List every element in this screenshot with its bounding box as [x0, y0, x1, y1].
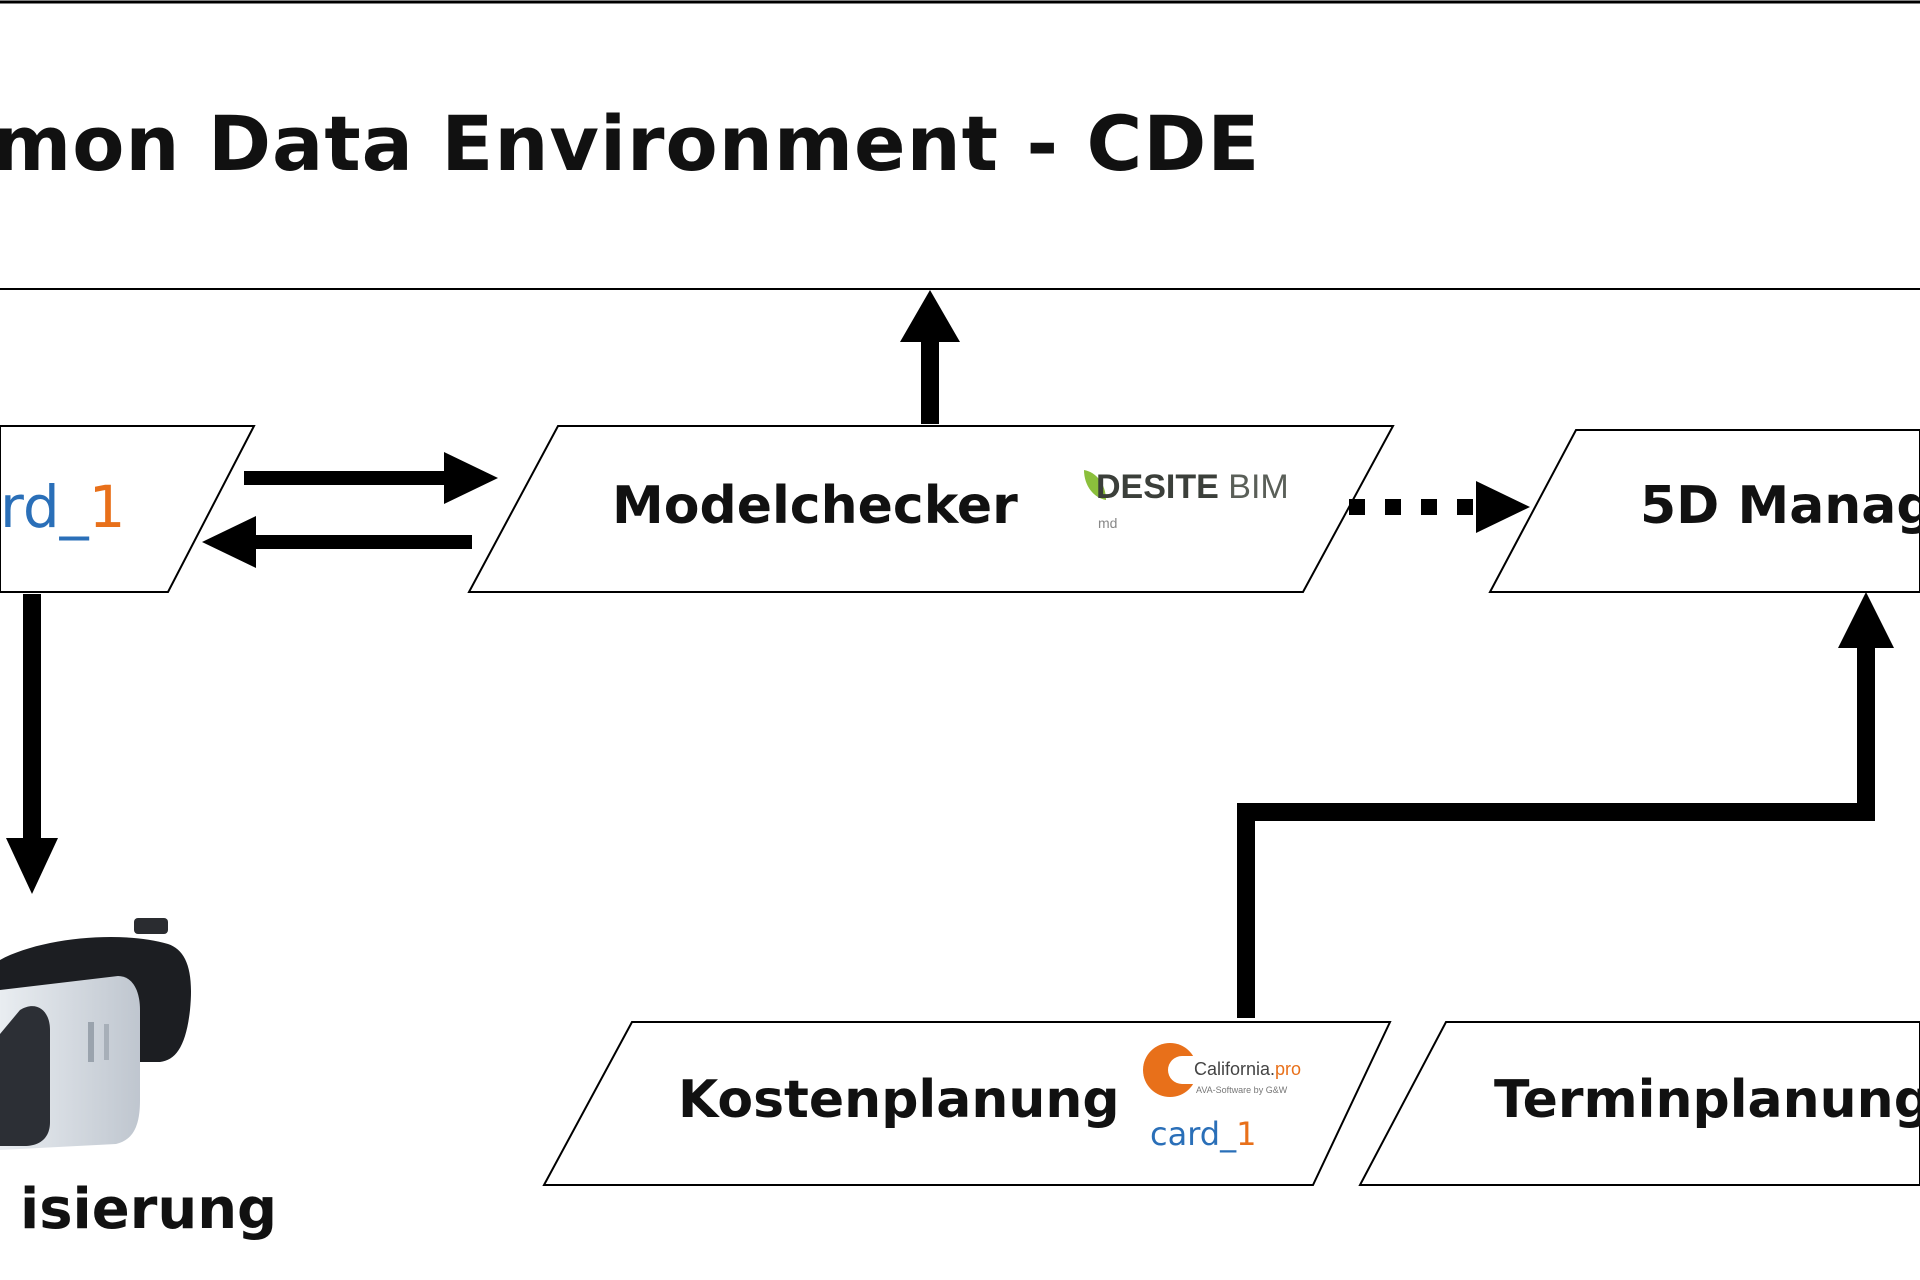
desite-logo-text: DESITE: [1096, 468, 1219, 506]
desite-bim-text: BIM: [1228, 468, 1289, 506]
arrow-modelchecker-to-cde-head: [900, 290, 960, 342]
dotted-arrow-dot-1: [1349, 499, 1365, 515]
dotted-arrow-head: [1476, 481, 1530, 533]
arrow-left-to-visualisierung-head: [6, 838, 58, 894]
dotted-arrow-dot-2: [1385, 499, 1401, 515]
card-logo-left-suffix: 1: [88, 473, 126, 541]
5d-management-label: 5D Manag: [1640, 476, 1920, 536]
kostenplanung-label: Kostenplanung: [678, 1070, 1120, 1130]
desite-leaf-icon: [1084, 470, 1106, 500]
california-subtitle: AVA-Software by G&W: [1196, 1085, 1288, 1095]
card-logo-kosten-text: card_: [1150, 1115, 1237, 1153]
arrow-left-to-modelchecker-head: [444, 452, 498, 504]
card-logo-left: rd_1: [0, 478, 126, 536]
california-pro-text: pro: [1275, 1059, 1302, 1079]
california-logo-text: California.: [1194, 1059, 1276, 1079]
terminplanung-label: Terminplanung: [1494, 1070, 1920, 1130]
box-terminplanung: [1358, 1021, 1920, 1186]
card-logo-left-text: rd_: [0, 473, 89, 541]
arrow-modelchecker-to-left-head: [202, 516, 256, 568]
box-modelchecker: [467, 425, 1395, 593]
vr-headset-icon: [0, 918, 192, 1150]
box-left-software: [0, 425, 256, 593]
dotted-arrow-dot-4: [1457, 499, 1473, 515]
cde-title: mon Data Environment - CDE: [0, 99, 1261, 188]
desite-subtitle: md: [1098, 515, 1118, 531]
arrow-kosten-to-5d-path: [1237, 644, 1875, 1018]
california-c-icon: [1143, 1043, 1204, 1097]
card-logo-kosten: card_1: [1150, 1118, 1256, 1150]
visualisierung-label: isierung: [20, 1177, 278, 1242]
box-5d-management: [1488, 429, 1920, 593]
desite-bim-logo: DESITE BIM: [1096, 470, 1289, 504]
dotted-arrow-dot-3: [1421, 499, 1437, 515]
modelchecker-label: Modelchecker: [612, 476, 1018, 536]
card-logo-kosten-suffix: 1: [1236, 1115, 1257, 1153]
arrow-kosten-to-5d-head: [1838, 592, 1894, 648]
california-pro-logo: California.pro: [1194, 1060, 1301, 1078]
